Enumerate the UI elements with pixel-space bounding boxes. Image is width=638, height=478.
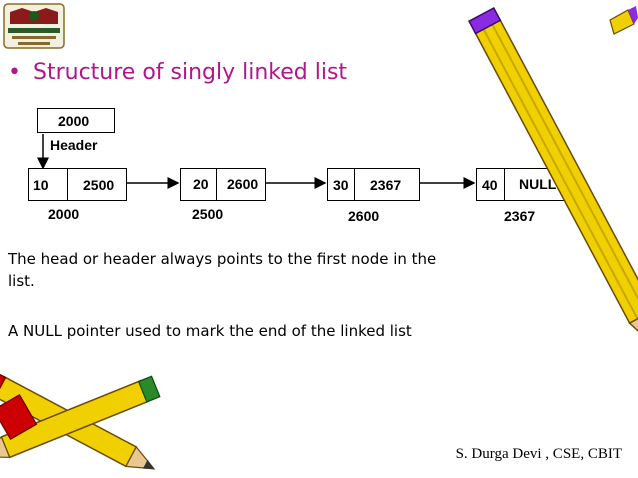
- author-footer: S. Durga Devi , CSE, CBIT: [456, 446, 622, 463]
